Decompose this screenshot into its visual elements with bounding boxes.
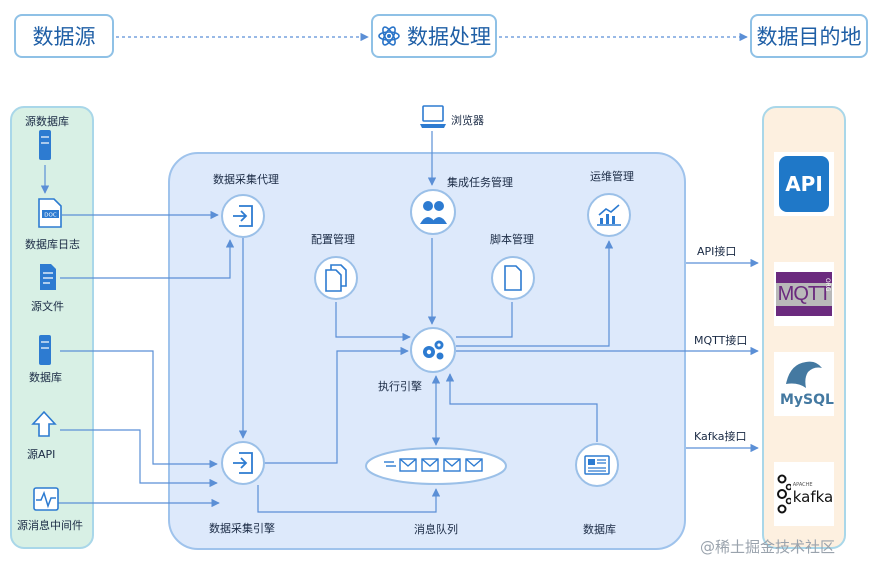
database-node <box>575 443 619 487</box>
stage-processing-label: 数据处理 <box>407 25 491 49</box>
source-label-database: 数据库 <box>29 371 62 384</box>
mqtt-logo-text: MQTT <box>775 282 833 306</box>
kafka-nodes-icon <box>776 474 791 514</box>
source-label-mq: 源消息中间件 <box>17 519 83 532</box>
mqtt-org-text: ORG <box>824 278 831 292</box>
mqtt-interface-label: MQTT接口 <box>694 334 748 347</box>
kafka-logo-text: kafka <box>792 488 834 506</box>
watermark: @稀土掘金技术社区 <box>700 538 836 556</box>
source-label-dblog: 数据库日志 <box>25 238 80 251</box>
kafka-apache-text: APACHE <box>792 482 813 488</box>
browser-label: 浏览器 <box>451 114 484 127</box>
dolphin-icon <box>786 361 822 388</box>
stage-destination-label: 数据目的地 <box>756 25 862 49</box>
svg-text:DOC: DOC <box>44 213 57 219</box>
integration-mgmt-node <box>410 189 456 235</box>
database-label: 数据库 <box>583 523 616 536</box>
stage-source-label: 数据源 <box>32 25 96 49</box>
kafka-logo: APACHE kafka <box>774 462 834 526</box>
server-icon <box>39 335 51 365</box>
stage-destination: 数据目的地 <box>750 14 868 58</box>
source-panel <box>10 106 94 549</box>
message-queue-label: 消息队列 <box>414 523 458 536</box>
kafka-interface-label: Kafka接口 <box>694 430 747 443</box>
mqtt-logo: MQTT ORG <box>774 262 834 326</box>
config-mgmt-node <box>314 256 358 300</box>
document-icon <box>504 265 522 291</box>
source-label-file: 源文件 <box>31 300 64 313</box>
config-mgmt-label: 配置管理 <box>311 233 355 246</box>
source-label-api: 源API <box>27 448 56 461</box>
ops-mgmt-label: 运维管理 <box>590 170 634 183</box>
mysql-logo: MySQL <box>774 352 834 416</box>
login-arrow-icon <box>233 452 253 474</box>
server-icon <box>39 130 51 160</box>
documents-icon <box>325 264 347 292</box>
team-users-icon <box>420 201 447 224</box>
login-arrow-icon <box>233 205 253 227</box>
gears-icon <box>423 340 444 360</box>
message-queue-node <box>365 447 507 485</box>
script-mgmt-node <box>491 256 535 300</box>
collect-engine-label: 数据采集引擎 <box>209 522 275 535</box>
chart-growth-icon <box>597 204 621 226</box>
api-interface-label: API接口 <box>697 245 737 258</box>
exec-engine-label: 执行引擎 <box>378 380 422 393</box>
doc-file-icon: DOC <box>38 198 62 228</box>
envelope-icon <box>399 458 483 472</box>
api-logo: API <box>774 152 834 216</box>
stage-source: 数据源 <box>14 14 114 58</box>
collect-engine-node <box>221 441 265 485</box>
exec-engine-node <box>410 327 456 373</box>
atom-icon <box>378 26 400 46</box>
ops-mgmt-node <box>587 193 631 237</box>
message-pulse-icon <box>33 487 59 511</box>
file-icon <box>40 264 56 290</box>
collect-agent-node <box>221 194 265 238</box>
stage-processing: 数据处理 <box>371 14 497 58</box>
script-mgmt-label: 脚本管理 <box>490 233 534 246</box>
newspaper-icon <box>584 455 610 475</box>
collect-agent-label: 数据采集代理 <box>213 173 279 186</box>
mysql-logo-text: MySQL <box>780 392 834 408</box>
api-logo-text: API <box>779 156 829 212</box>
upload-api-icon <box>31 410 57 437</box>
source-label-db: 源数据库 <box>25 115 69 128</box>
integration-mgmt-label: 集成任务管理 <box>447 176 513 189</box>
laptop-icon <box>420 105 446 128</box>
